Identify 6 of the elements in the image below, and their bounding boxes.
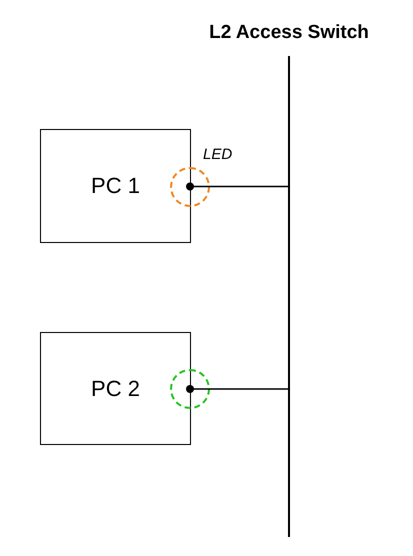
led-label: LED bbox=[203, 146, 232, 163]
network-link bbox=[186, 385, 288, 393]
network-link bbox=[186, 182, 288, 190]
switch-title: L2 Access Switch bbox=[209, 22, 369, 44]
pc-box: PC 1 bbox=[40, 129, 191, 243]
pc-box: PC 2 bbox=[40, 332, 191, 445]
